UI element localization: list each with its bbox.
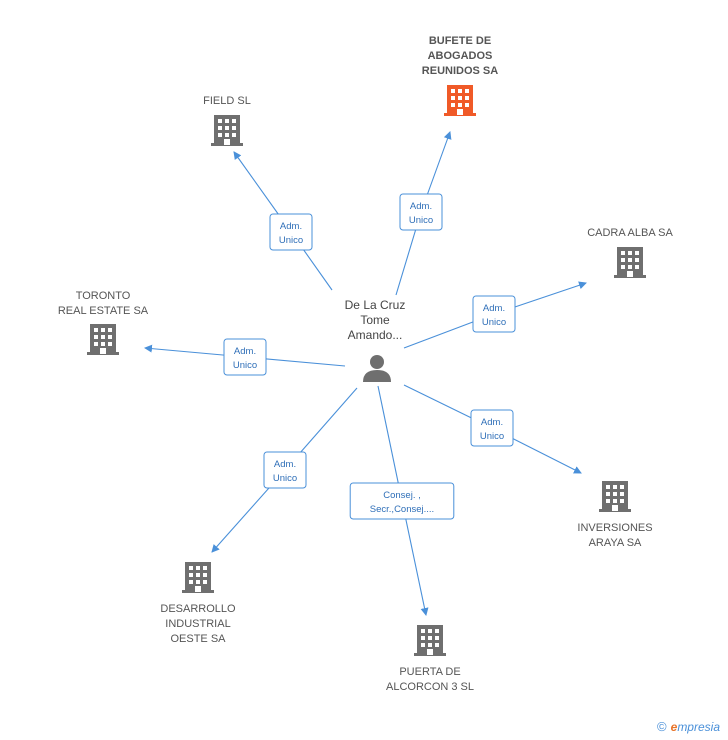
edges-layer: Adm.UnicoAdm.UnicoAdm.UnicoAdm.UnicoAdm.… (144, 131, 587, 616)
role-label-text: Unico (482, 317, 506, 328)
building-icon (211, 115, 243, 146)
person-name: Tome (360, 313, 390, 327)
role-label-cadra[interactable]: Adm. Unico (472, 295, 516, 333)
role-label-text: Unico (273, 473, 297, 484)
company-node-field[interactable]: FIELD SL (203, 95, 251, 146)
company-name: FIELD SL (203, 95, 251, 107)
role-label-text: Adm. (481, 417, 503, 428)
building-icon (87, 324, 119, 355)
role-label-inversiones[interactable]: Adm. Unico (470, 409, 514, 447)
company-node-desarrollo[interactable]: DESARROLLO INDUSTRIAL OESTE SA (160, 562, 236, 645)
role-label-box (223, 338, 267, 376)
brand-initial: e (670, 720, 678, 734)
copyright-icon: © (657, 719, 667, 734)
role-label-box (349, 482, 455, 520)
company-name: CADRA ALBA SA (587, 227, 673, 239)
company-name: DESARROLLO (160, 603, 236, 615)
company-node-bufete[interactable]: BUFETE DE ABOGADOS REUNIDOS SA (422, 35, 498, 116)
company-node-inversiones[interactable]: INVERSIONES ARAYA SA (577, 481, 653, 549)
building-icon (182, 562, 214, 593)
role-label-text: Adm. (410, 201, 432, 212)
role-label-text: Adm. (483, 303, 505, 314)
company-name: ABOGADOS (428, 50, 493, 62)
role-label-puerta[interactable]: Consej. , Secr.,Consej.... (349, 482, 455, 520)
company-node-cadra[interactable]: CADRA ALBA SA (587, 227, 673, 278)
person-node[interactable]: De La CruzTomeAmando... (345, 298, 406, 382)
nodes-layer: BUFETE DE ABOGADOS REUNIDOS SA FIELD SL CADR… (58, 35, 674, 693)
company-name: BUFETE DE (429, 35, 491, 47)
role-label-bufete[interactable]: Adm. Unico (399, 193, 443, 231)
company-name: REAL ESTATE SA (58, 305, 149, 317)
building-icon (614, 247, 646, 278)
person-icon (363, 355, 391, 382)
role-label-box (263, 451, 307, 489)
building-icon (444, 85, 476, 116)
company-name: REUNIDOS SA (422, 65, 498, 77)
role-label-text: Unico (409, 215, 433, 226)
brand-name: mpresia (677, 720, 720, 734)
footer-brand: ©empresia (657, 719, 720, 734)
role-label-text: Adm. (280, 221, 302, 232)
company-name: OESTE SA (170, 633, 226, 645)
company-node-toronto[interactable]: TORONTO REAL ESTATE SA (58, 290, 149, 355)
role-label-desarrollo[interactable]: Adm. Unico (263, 451, 307, 489)
building-icon (414, 625, 446, 656)
role-label-text: Adm. (234, 346, 256, 357)
company-name: TORONTO (76, 290, 131, 302)
company-name: INVERSIONES (577, 522, 652, 534)
company-name: PUERTA DE (399, 666, 460, 678)
company-name: ALCORCON 3 SL (386, 681, 474, 693)
role-label-toronto[interactable]: Adm. Unico (223, 338, 267, 376)
role-label-box (470, 409, 514, 447)
role-label-box (472, 295, 516, 333)
role-label-field[interactable]: Adm. Unico (269, 213, 313, 251)
person-name: Amando... (348, 328, 403, 342)
role-label-box (399, 193, 443, 231)
role-label-text: Consej. , (383, 490, 421, 501)
role-label-text: Unico (233, 360, 257, 371)
role-label-text: Unico (279, 235, 303, 246)
role-label-text: Secr.,Consej.... (370, 504, 434, 515)
role-label-text: Unico (480, 431, 504, 442)
role-label-text: Adm. (274, 459, 296, 470)
company-name: ARAYA SA (589, 537, 642, 549)
person-name: De La Cruz (345, 298, 406, 312)
company-name: INDUSTRIAL (165, 618, 230, 630)
company-node-puerta[interactable]: PUERTA DE ALCORCON 3 SL (386, 625, 474, 693)
building-icon (599, 481, 631, 512)
role-label-box (269, 213, 313, 251)
